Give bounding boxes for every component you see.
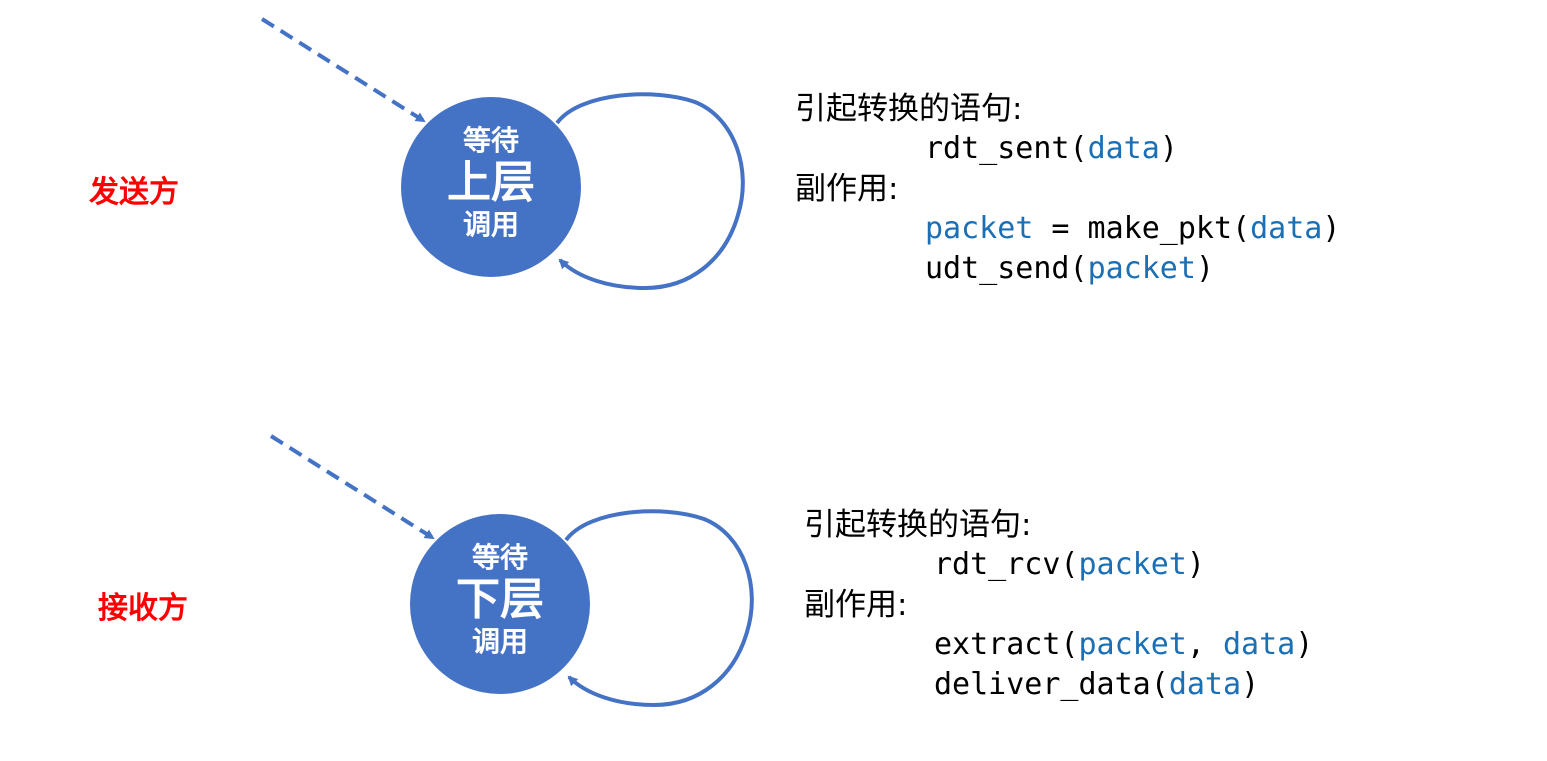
sender-state-line2: 上层 xyxy=(447,157,535,208)
code-token: , xyxy=(1186,627,1223,662)
sender-role-label: 发送方 xyxy=(89,175,179,210)
sender-state-circle xyxy=(401,97,581,277)
code-variable: packet xyxy=(1087,251,1196,286)
sender-effect-heading: 副作用: xyxy=(795,171,899,207)
code-line: packet = make_pkt(data) xyxy=(795,209,1340,249)
code-token: rdt_rcv( xyxy=(934,547,1079,582)
sender-transition-text: 引起转换的语句: rdt_sent(data) 副作用: packet = ma… xyxy=(795,89,1340,289)
code-variable: data xyxy=(1087,131,1160,166)
code-token: ) xyxy=(1195,251,1214,286)
code-variable: packet xyxy=(1078,627,1187,662)
receiver-state-line1: 等待 xyxy=(471,541,528,574)
code-token: rdt_sent( xyxy=(925,131,1088,166)
code-variable: data xyxy=(1168,667,1242,702)
receiver-role-label: 接收方 xyxy=(98,591,188,626)
code-variable: data xyxy=(1250,211,1323,246)
sender-state-label: 等待 上层 调用 xyxy=(401,127,581,239)
receiver-initial-arrow xyxy=(269,434,435,540)
receiver-transition-text: 引起转换的语句: rdt_rcv(packet) 副作用: extract(pa… xyxy=(804,505,1313,705)
sender-cause-code: rdt_sent(data) xyxy=(795,129,1340,169)
code-token: ) xyxy=(1186,547,1205,582)
receiver-cause-code: rdt_rcv(packet) xyxy=(804,545,1313,585)
sender-state-line3: 调用 xyxy=(462,208,519,241)
receiver-state-line2: 下层 xyxy=(456,574,544,625)
code-variable: packet xyxy=(1078,547,1187,582)
code-line: udt_send(packet) xyxy=(795,249,1340,289)
receiver-effect-heading: 副作用: xyxy=(804,587,908,623)
code-line: rdt_rcv(packet) xyxy=(804,545,1313,585)
code-line: extract(packet, data) xyxy=(804,625,1313,665)
code-token: deliver_data( xyxy=(934,667,1169,702)
receiver-state-line3: 调用 xyxy=(471,625,528,658)
sender-state-line1: 等待 xyxy=(462,124,519,157)
receiver-state-circle xyxy=(410,514,590,694)
code-token: ) xyxy=(1322,211,1341,246)
receiver-self-loop-arrow xyxy=(564,509,754,708)
code-variable: data xyxy=(1223,627,1296,662)
code-token: ) xyxy=(1241,667,1260,702)
code-token: extract( xyxy=(934,627,1079,662)
code-line: rdt_sent(data) xyxy=(795,129,1340,169)
code-token: ) xyxy=(1295,627,1314,662)
receiver-effect-code: extract(packet, data)deliver_data(data) xyxy=(804,625,1313,705)
receiver-cause-heading: 引起转换的语句: xyxy=(804,507,1032,543)
sender-effect-code: packet = make_pkt(data)udt_send(packet) xyxy=(795,209,1340,289)
sender-initial-arrow xyxy=(260,17,426,123)
code-token: udt_send( xyxy=(925,251,1088,286)
code-variable: packet xyxy=(925,211,1034,246)
code-token: = make_pkt( xyxy=(1033,211,1251,246)
sender-cause-heading: 引起转换的语句: xyxy=(795,91,1023,127)
receiver-state-label: 等待 下层 调用 xyxy=(410,544,590,656)
code-token: ) xyxy=(1159,131,1178,166)
sender-self-loop-arrow xyxy=(555,92,745,291)
code-line: deliver_data(data) xyxy=(804,665,1313,705)
